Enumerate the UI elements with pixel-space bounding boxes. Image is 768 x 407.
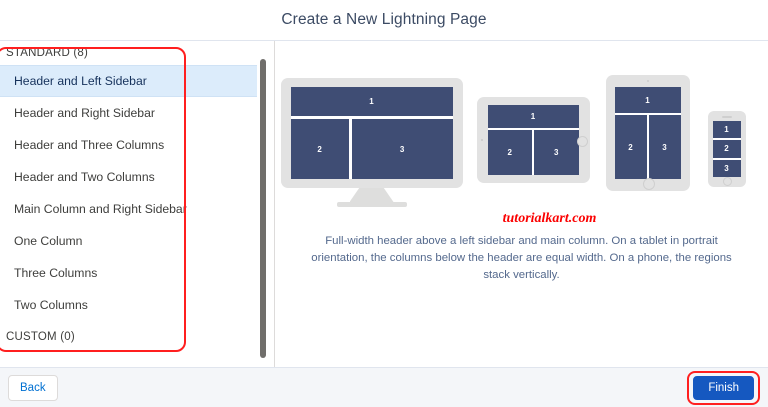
template-item-header-and-three-columns[interactable]: Header and Three Columns xyxy=(14,138,165,152)
tablet-landscape-region-1: 1 xyxy=(487,105,579,128)
template-item-header-and-left-sidebar[interactable]: Header and Left Sidebar xyxy=(0,65,257,97)
template-item-three-columns[interactable]: Three Columns xyxy=(14,266,98,280)
dialog-footer: Back Finish xyxy=(0,367,768,407)
watermark: tutorialkart.com xyxy=(502,211,597,226)
tablet-portrait-region-3: 3 xyxy=(648,115,681,179)
finish-button[interactable]: Finish xyxy=(693,375,754,400)
phone-region-3: 3 xyxy=(712,159,741,177)
desktop-region-2: 2 xyxy=(290,119,349,179)
template-preview-pane: 1 2 3 xyxy=(275,41,768,367)
monitor-stand-neck xyxy=(349,188,394,202)
template-item-header-and-two-columns[interactable]: Header and Two Columns xyxy=(14,170,155,184)
tablet-portrait-camera-icon xyxy=(646,80,649,82)
desktop-screen: 1 2 3 xyxy=(290,87,453,179)
tablet-camera-icon xyxy=(480,139,483,141)
dialog-body: STANDARD (8) Header and Left Sidebar Hea… xyxy=(0,41,768,367)
desktop-region-3: 3 xyxy=(351,119,453,179)
tablet-landscape-screen: 1 2 3 xyxy=(487,105,579,175)
template-item-one-column[interactable]: One Column xyxy=(14,234,83,248)
template-list-pane: STANDARD (8) Header and Left Sidebar Hea… xyxy=(0,41,275,367)
device-previews: 1 2 3 xyxy=(280,59,763,209)
tablet-portrait-icon: 1 2 3 xyxy=(605,75,690,191)
custom-group-heading: CUSTOM (0) xyxy=(6,331,75,343)
desktop-region-1: 1 xyxy=(290,87,453,116)
monitor-stand-base xyxy=(336,202,407,207)
tablet-landscape-preview: 1 2 3 xyxy=(476,97,590,183)
page-title: Create a New Lightning Page xyxy=(281,11,487,28)
template-description: Full-width header above a left sidebar a… xyxy=(311,235,732,281)
tablet-portrait-screen: 1 2 3 xyxy=(614,87,681,179)
tablet-landscape-row: 2 3 xyxy=(487,130,579,175)
tablet-portrait-region-1: 1 xyxy=(614,87,681,113)
tablet-landscape-region-3: 3 xyxy=(534,130,579,175)
desktop-monitor-icon: 1 2 3 xyxy=(280,78,463,188)
desktop-preview: 1 2 3 xyxy=(280,78,463,207)
phone-region-2: 2 xyxy=(712,140,741,158)
tablet-portrait-home-button-icon xyxy=(642,178,655,190)
template-item-main-column-and-right-sidebar[interactable]: Main Column and Right Sidebar xyxy=(14,202,187,216)
tablet-landscape-region-2: 2 xyxy=(487,130,532,175)
tablet-home-button-icon xyxy=(576,135,588,147)
template-list-scrollbar[interactable] xyxy=(260,41,266,367)
template-item-two-columns[interactable]: Two Columns xyxy=(14,298,88,312)
tablet-portrait-preview: 1 2 3 xyxy=(605,75,690,191)
tablet-portrait-region-2: 2 xyxy=(614,115,647,179)
tablet-landscape-icon: 1 2 3 xyxy=(476,97,590,183)
dialog-header: Create a New Lightning Page xyxy=(0,0,768,41)
back-button[interactable]: Back xyxy=(8,374,58,401)
phone-speaker-icon xyxy=(721,116,732,118)
phone-preview: 1 2 3 xyxy=(707,111,746,187)
phone-home-button-icon xyxy=(723,177,732,186)
finish-button-wrapper: Finish xyxy=(687,370,760,405)
template-item-header-and-right-sidebar[interactable]: Header and Right Sidebar xyxy=(14,106,155,120)
standard-group-heading: STANDARD (8) xyxy=(6,47,89,59)
phone-region-1: 1 xyxy=(712,121,741,139)
desktop-row: 2 3 xyxy=(290,119,453,179)
tablet-portrait-row: 2 3 xyxy=(614,115,681,179)
phone-icon: 1 2 3 xyxy=(707,111,746,187)
scrollbar-thumb[interactable] xyxy=(260,59,266,358)
template-list: Header and Left Sidebar Header and Right… xyxy=(0,65,274,321)
phone-screen: 1 2 3 xyxy=(712,121,741,177)
